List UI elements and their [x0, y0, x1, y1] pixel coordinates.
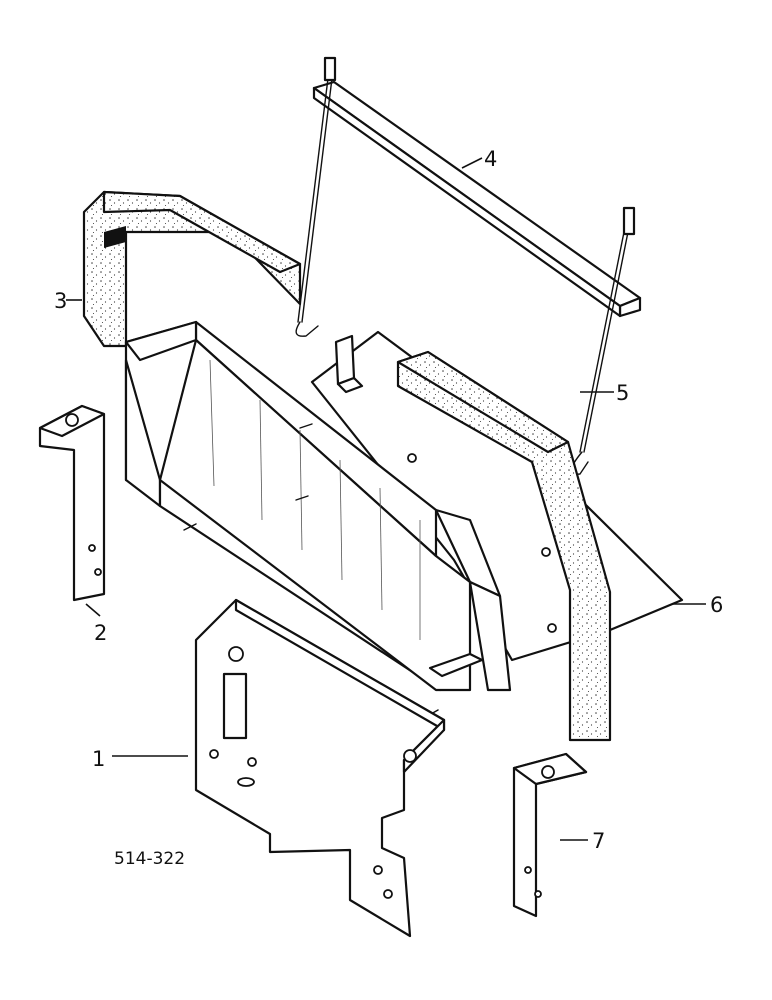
right-foam-pad — [396, 350, 612, 742]
hold-down-bar — [312, 80, 642, 318]
callout-3: 3 — [54, 289, 67, 313]
callout-1: 1 — [92, 747, 105, 771]
callout-6: 6 — [710, 593, 723, 617]
callout-7: 7 — [592, 829, 605, 853]
diagram-code: 514-322 — [114, 849, 185, 869]
left-foam-pad — [82, 190, 302, 348]
callout-5: 5 — [616, 381, 629, 405]
left-bracket — [38, 404, 106, 602]
leader-lines — [66, 157, 706, 841]
callout-2: 2 — [94, 621, 107, 645]
callout-4: 4 — [484, 147, 497, 171]
mounting-plate — [194, 598, 446, 938]
j-bolt — [295, 56, 636, 475]
right-bracket — [512, 752, 588, 918]
battery-case — [124, 320, 512, 719]
